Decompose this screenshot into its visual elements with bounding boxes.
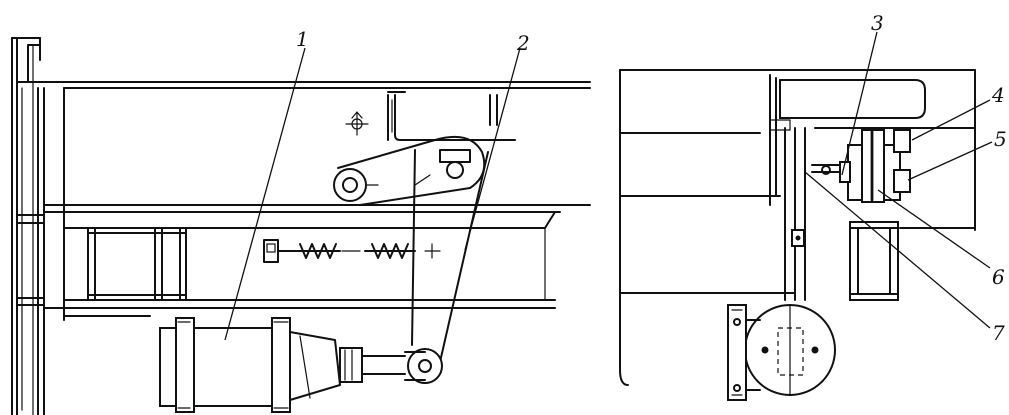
actuator-cylinder (159, 317, 443, 413)
lattice-bays (87, 227, 187, 301)
leader-4 (911, 99, 991, 141)
bracket-block (811, 128, 911, 203)
connecting-rod (411, 149, 489, 363)
leader-3 (841, 31, 878, 176)
right-view: 3 4 5 6 7 (619, 11, 1007, 401)
lower-roller-block (849, 221, 899, 301)
leader-5 (907, 141, 993, 181)
callout-1: 1 (296, 27, 309, 51)
leader-7 (804, 171, 991, 329)
callout-5: 5 (994, 127, 1007, 151)
center-mark-symbol (345, 111, 369, 136)
callout-4: 4 (991, 83, 1005, 107)
left-side-post (11, 37, 56, 415)
top-box-section (769, 79, 926, 131)
vertical-plate (784, 127, 806, 301)
callout-6: 6 (992, 265, 1005, 289)
callout-7: 7 (992, 321, 1005, 345)
lever-arm (333, 136, 486, 206)
callout-3: 3 (871, 11, 884, 35)
main-beam (43, 81, 591, 321)
upper-channel (387, 91, 516, 141)
leader-6 (877, 189, 991, 269)
callout-2: 2 (516, 31, 530, 55)
spring-assembly (263, 239, 441, 263)
pulley-wheel (727, 304, 836, 401)
leader-2 (464, 47, 521, 251)
left-view: 1 2 (11, 27, 591, 415)
leader-1 (224, 47, 306, 341)
right-frame (619, 69, 976, 386)
